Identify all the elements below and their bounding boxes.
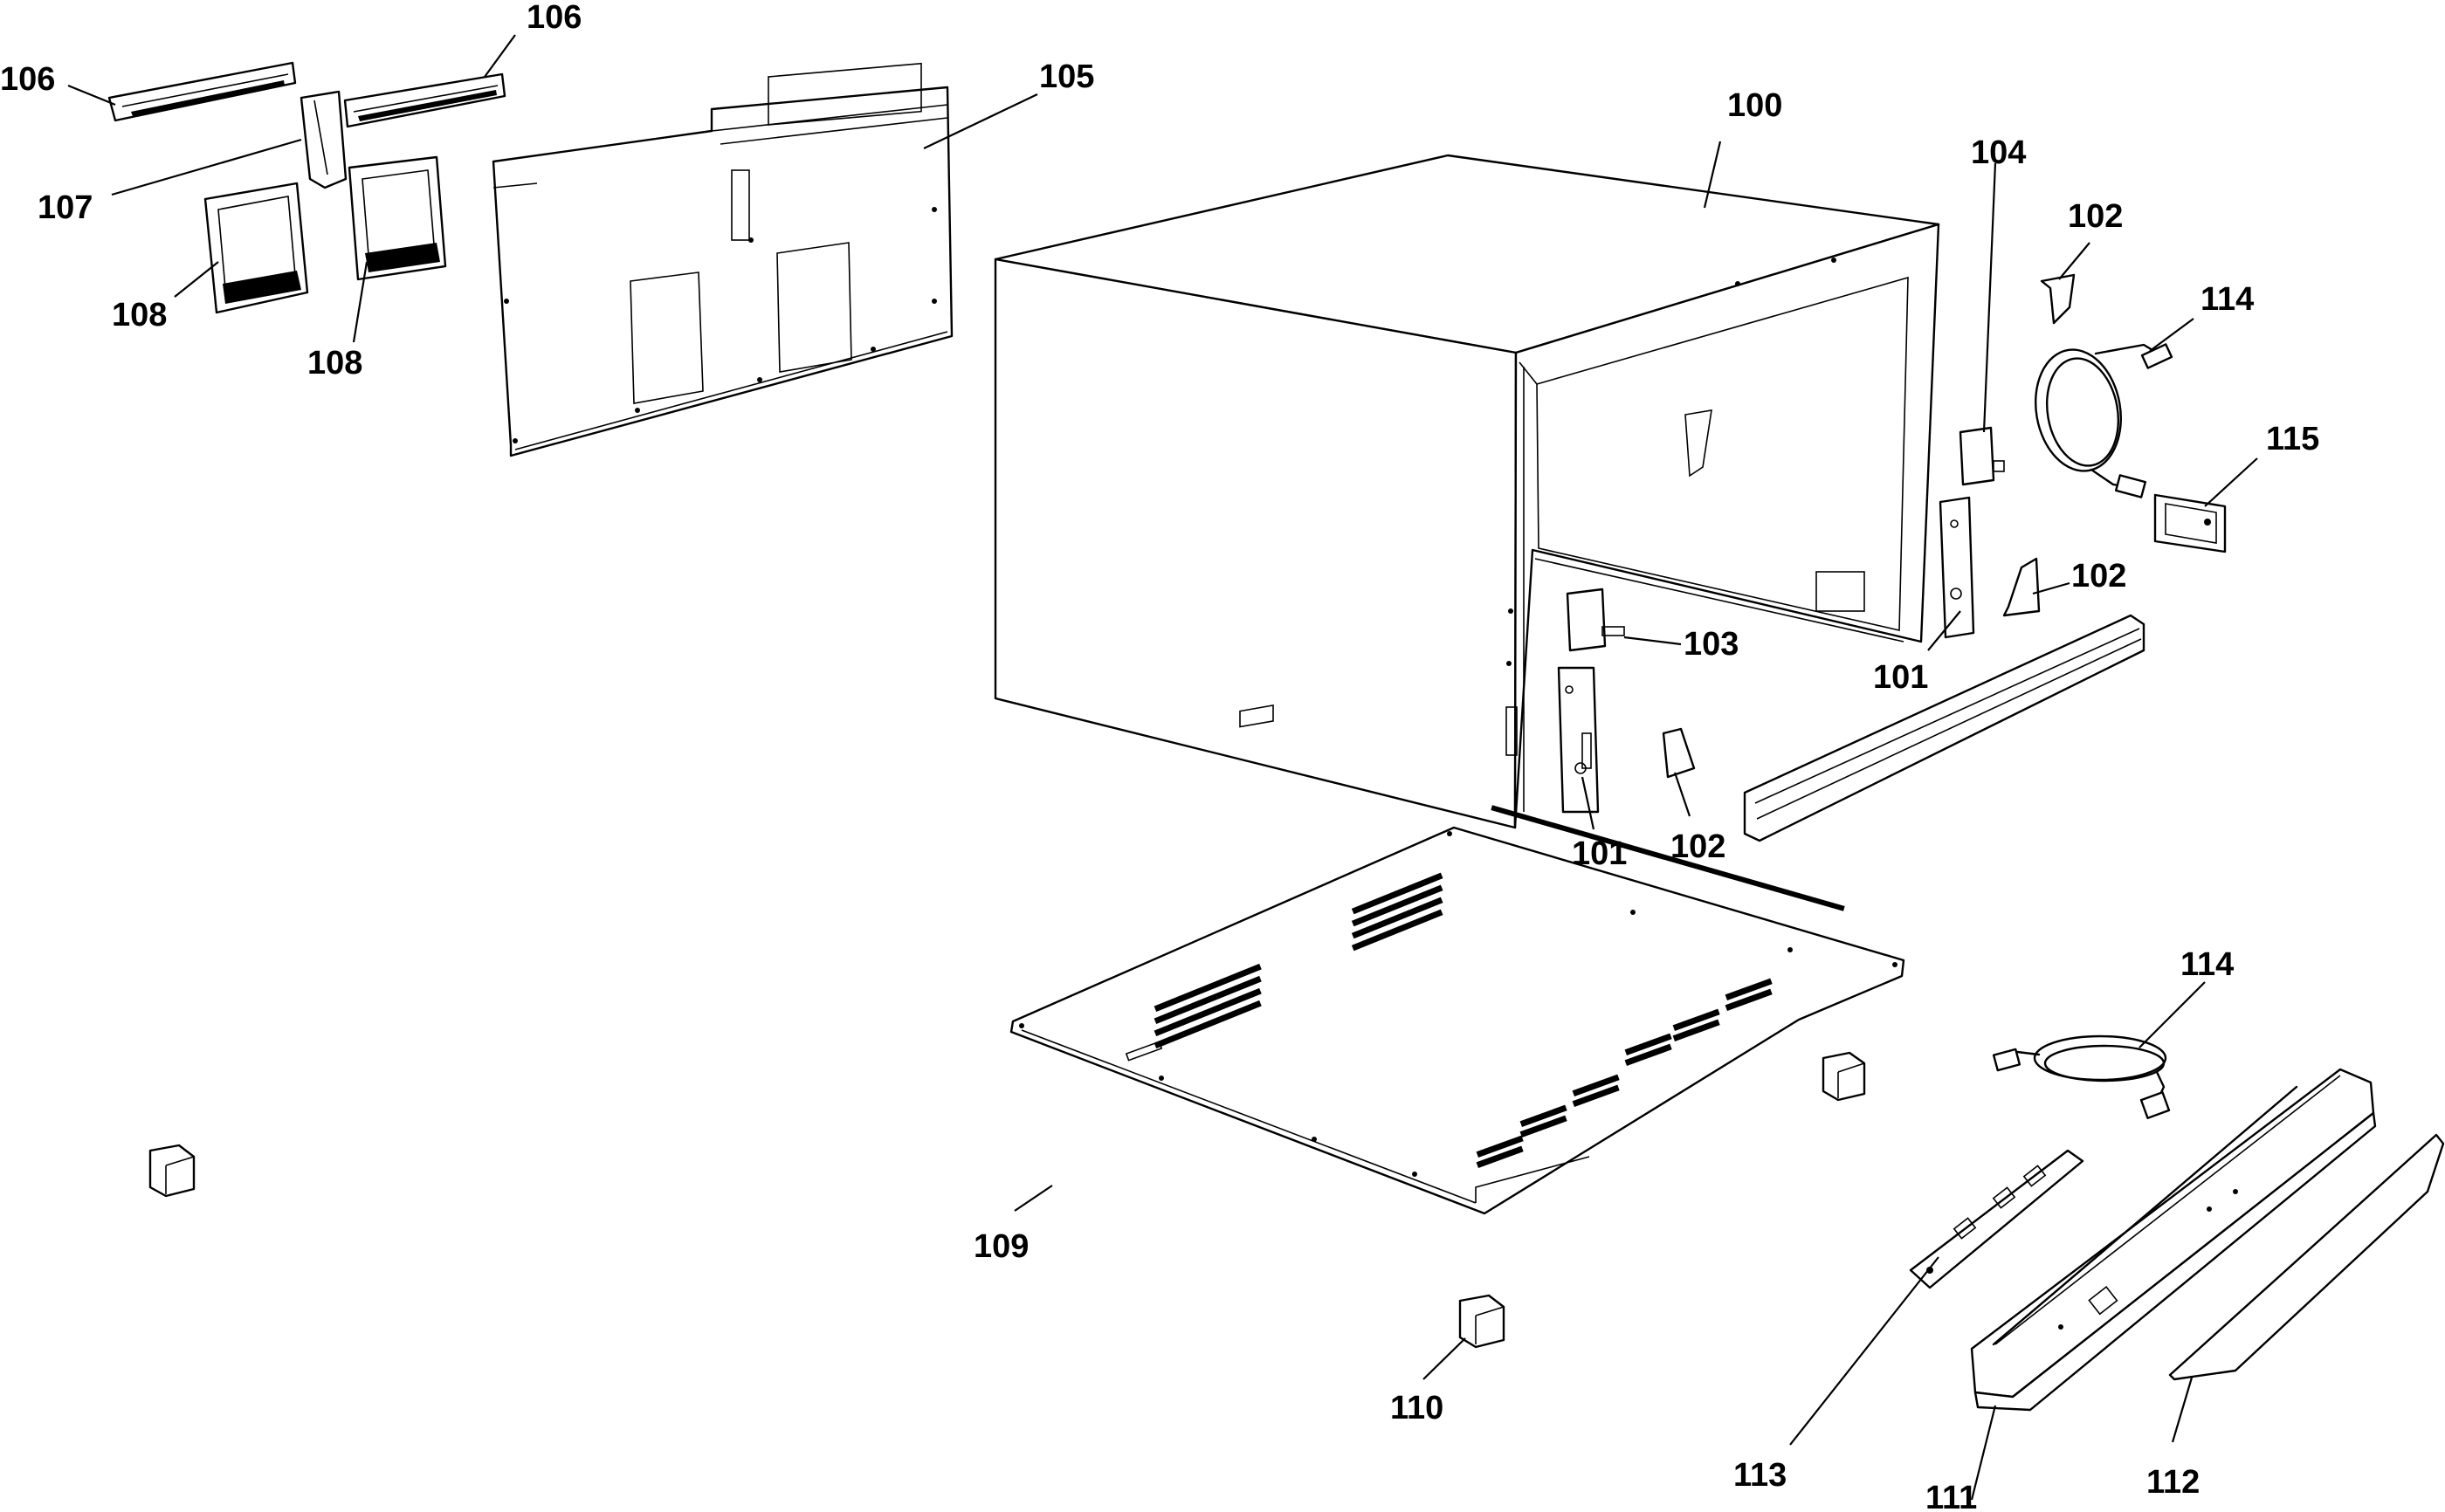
callout-106-left: 106 <box>0 61 55 98</box>
vent-slots <box>1154 805 1845 1168</box>
callout-102-front: 102 <box>1670 828 1725 865</box>
callout-100: 100 <box>1727 87 1782 124</box>
part-106-vent-duct-left <box>107 61 297 122</box>
part-112-trim-strip <box>2168 1133 2445 1381</box>
callout-labels: 100 101 101 102 102 102 103 104 105 106 … <box>0 0 2319 1512</box>
callout-108-left: 108 <box>112 297 167 333</box>
part-side-rail <box>1743 614 2145 842</box>
callout-102-top: 102 <box>2068 198 2123 235</box>
part-114-power-cord-upper <box>2034 343 2173 498</box>
callout-103: 103 <box>1684 626 1739 663</box>
callout-108-right: 108 <box>307 345 362 381</box>
part-104-latch <box>1959 426 2005 486</box>
part-110-leveling-foot <box>1458 1294 1505 1349</box>
part-109-leveling-foot <box>148 1144 196 1198</box>
part-108-vent-box-right <box>348 155 447 281</box>
part-101-hinge-front <box>1557 666 1600 814</box>
part-105-rear-panel <box>492 62 954 457</box>
part-103-door-switch <box>1566 588 1625 652</box>
leader-lines <box>67 34 2258 1501</box>
part-106-vent-duct-right <box>343 72 506 128</box>
part-113-control-board <box>1909 1149 2084 1289</box>
callout-105: 105 <box>1039 58 1094 95</box>
callout-104: 104 <box>1971 134 2026 171</box>
part-101-hinge-rear <box>1939 496 1975 639</box>
callout-115: 115 <box>2266 421 2319 457</box>
part-111-control-panel <box>1970 1068 2377 1412</box>
callout-113: 113 <box>1733 1457 1787 1494</box>
part-115-control-module <box>2153 493 2227 553</box>
callout-107: 107 <box>38 189 93 226</box>
part-102-bracket-b <box>2002 557 2041 617</box>
part-100-cabinet <box>994 154 1940 829</box>
callout-110: 110 <box>1390 1390 1443 1426</box>
part-rear-foot <box>1822 1051 1866 1102</box>
callout-101-rear: 101 <box>1873 659 1928 696</box>
callout-111: 111 <box>1925 1480 1977 1512</box>
callout-106-right: 106 <box>527 0 582 36</box>
part-102-bracket-c <box>1662 727 1696 779</box>
callout-114-upper: 114 <box>2200 281 2254 318</box>
part-114-power-cord-lower <box>1992 1034 2171 1119</box>
part-base-pan <box>1009 704 1905 1215</box>
part-102-bracket-a <box>2040 273 2076 325</box>
callout-102-middle: 102 <box>2071 558 2126 594</box>
part-107-center-connector <box>300 90 348 189</box>
callout-101-front: 101 <box>1572 835 1627 872</box>
part-108-vent-box-left <box>203 182 309 314</box>
callout-114-lower: 114 <box>2180 946 2234 983</box>
callout-109: 109 <box>974 1228 1029 1265</box>
callout-112: 112 <box>2146 1464 2200 1501</box>
